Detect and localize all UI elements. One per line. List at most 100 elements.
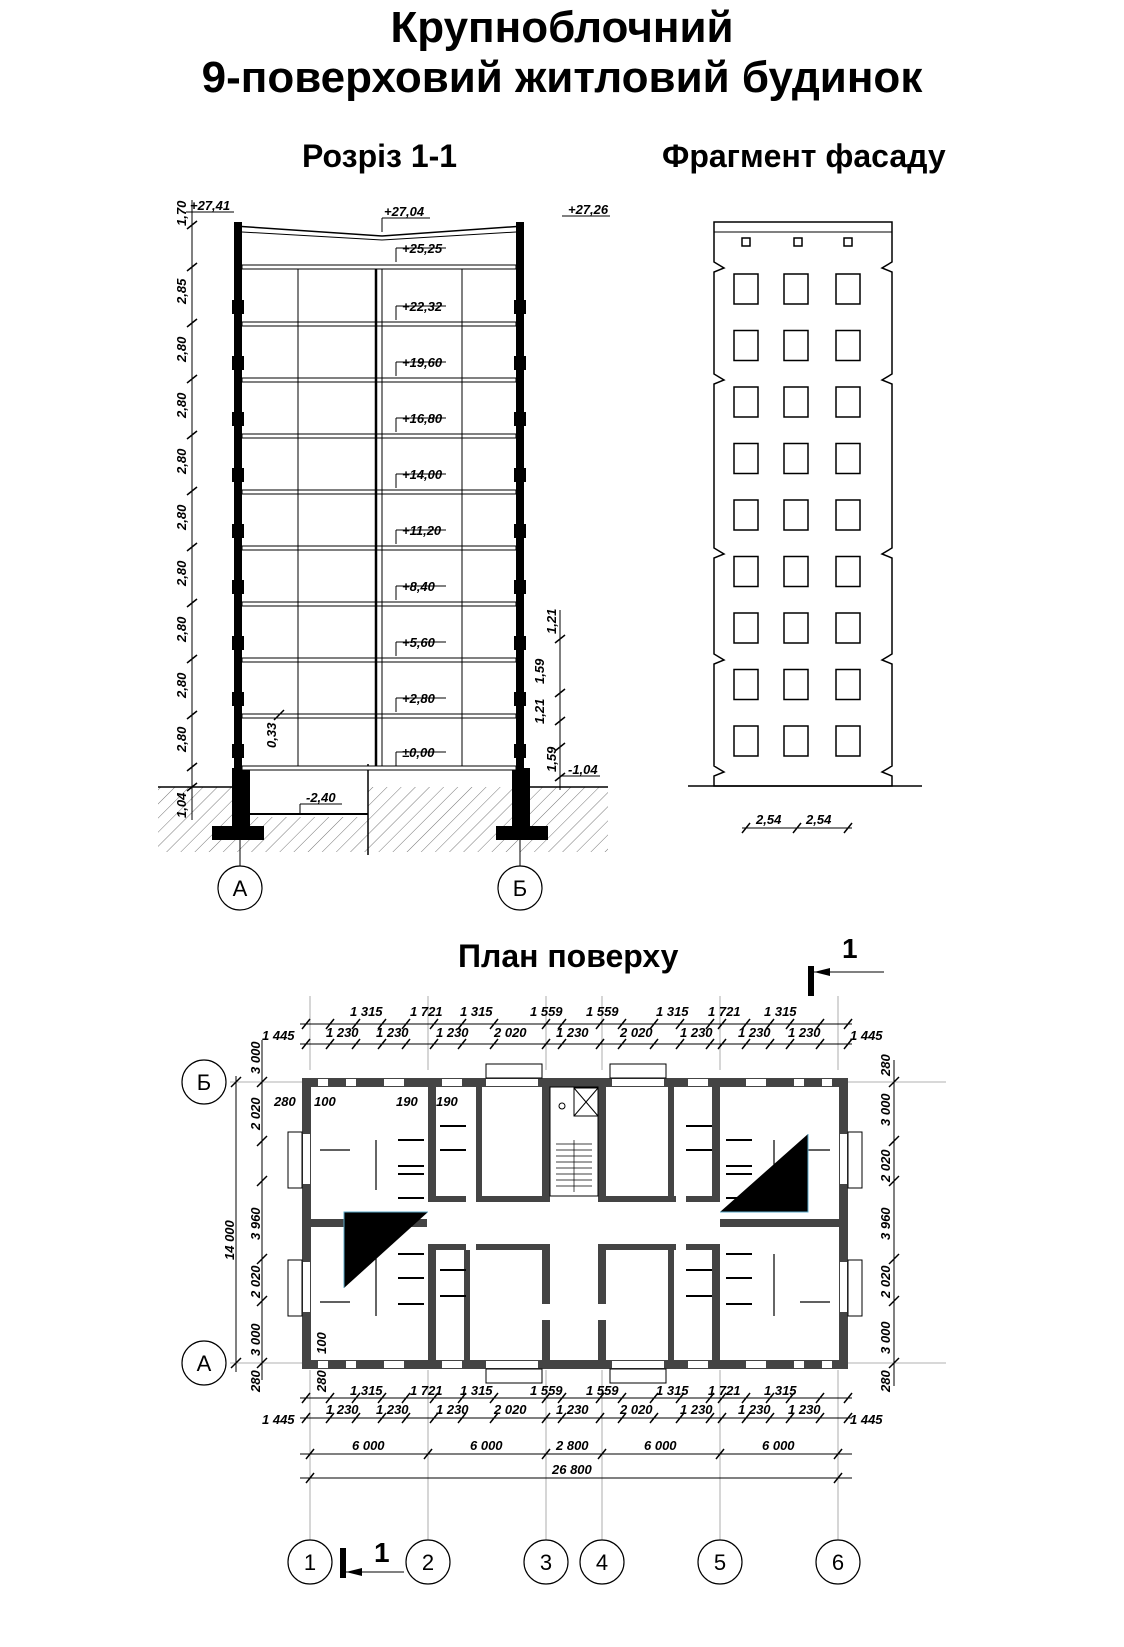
bot-dim1-0: 1 315 [350, 1383, 383, 1398]
bot-dim2-3: 2 020 [493, 1402, 527, 1417]
dim-tick [457, 1392, 467, 1404]
dim-tick [301, 1392, 311, 1404]
bot-dim2-2: 1 230 [436, 1402, 469, 1417]
cut-mark-top [808, 966, 814, 996]
plan-col-axis-circle [579, 1539, 625, 1585]
level-1: +25,25 [402, 241, 443, 256]
dim-tick [765, 1018, 775, 1030]
dim-tick [649, 1038, 659, 1050]
dim-tick [595, 1018, 605, 1030]
dim-tick [617, 1038, 627, 1050]
dim-tick [429, 1038, 439, 1050]
plan-col-axis-label: 4 [596, 1550, 608, 1575]
facade-window [835, 386, 861, 418]
facade-window [733, 442, 759, 475]
top-dim2-6: 1 230 [680, 1025, 713, 1040]
dim-tick [785, 1392, 795, 1404]
dim-tick [401, 1412, 411, 1424]
level-2: +22,32 [402, 299, 443, 314]
top-end-left: 1 445 [262, 1028, 295, 1043]
dim-tick [815, 1038, 825, 1050]
dim-tick [675, 1018, 685, 1030]
left-dim-9: 2,80 [174, 726, 189, 753]
left-dim-1: 2,85 [174, 278, 189, 305]
dim-tick [843, 1018, 853, 1030]
facade-window [783, 273, 809, 305]
facade-window [733, 329, 759, 362]
level-4: +16,80 [402, 411, 443, 426]
facade-title: Фрагмент фасаду [662, 138, 946, 174]
facade-window [783, 612, 809, 644]
foundation-left [232, 768, 250, 828]
wall-right [516, 222, 524, 770]
right-dim-5: 3 000 [878, 1321, 893, 1354]
floor-slabs [241, 264, 517, 771]
dim-tick [815, 1018, 825, 1030]
top-dim1-2: 1 315 [460, 1004, 493, 1019]
dim-tick [741, 1038, 751, 1050]
dim-tick [541, 1392, 551, 1404]
right-dim-3: 3 960 [878, 1207, 893, 1240]
left-dim-1: 2 020 [248, 1097, 263, 1131]
left-dim-6: 2,80 [174, 560, 189, 587]
bot-dim2-7: 1 230 [738, 1402, 771, 1417]
top-dim1-5: 1 315 [656, 1004, 689, 1019]
dim-tick [351, 1412, 361, 1424]
wall-dim: 0,33 [264, 722, 279, 748]
dim-tick [351, 1038, 361, 1050]
wall-note-0: 280 [273, 1094, 296, 1109]
right-dim-1: 1,59 [532, 658, 547, 684]
dim-tick [457, 1038, 467, 1050]
dim-tick [325, 1038, 335, 1050]
dim-tick [815, 1412, 825, 1424]
dim-tick [429, 1392, 439, 1404]
axis-circle-a [217, 865, 263, 911]
plan-col-axis-label: 3 [540, 1550, 552, 1575]
left-dim-4: 3 000 [248, 1323, 263, 1356]
top-dim1-7: 1 315 [764, 1004, 797, 1019]
facade-windows [733, 273, 861, 757]
dim-tick [705, 1392, 715, 1404]
dim-tick [785, 1018, 795, 1030]
dim-tick [717, 1038, 727, 1050]
left-dim-8: 2,80 [174, 672, 189, 699]
top-end-right: 1 445 [850, 1028, 883, 1043]
section-title: Розріз 1-1 [302, 138, 458, 174]
dim-tick [675, 1038, 685, 1050]
dim-tick [489, 1392, 499, 1404]
plan-col-axis-label: 6 [832, 1550, 844, 1575]
dim-tick [595, 1392, 605, 1404]
bot-dim2-4: 1 230 [556, 1402, 589, 1417]
level-9: +2,80 [402, 691, 436, 706]
bot-dim1-6: 1 721 [708, 1383, 741, 1398]
facade-window [783, 725, 809, 757]
plan-col-axis-label: 2 [422, 1550, 434, 1575]
right-dim-4: 2 020 [878, 1265, 893, 1299]
facade-vents [741, 237, 853, 247]
facade-window [835, 499, 861, 531]
dim-tick [377, 1412, 387, 1424]
wall-note-3: 190 [436, 1094, 458, 1109]
plan-col-axis-circle [815, 1539, 861, 1585]
dim-tick [457, 1018, 467, 1030]
facade-window [783, 668, 809, 701]
facade-dim-0: 2,54 [755, 812, 782, 827]
dim-tick [595, 1038, 605, 1050]
bot-dim1-3: 1 559 [530, 1383, 563, 1398]
facade-window [783, 555, 809, 588]
facade-window [835, 612, 861, 644]
dim-tick [301, 1412, 311, 1424]
page-title-line2: 9-поверховий житловий будинок [201, 53, 923, 102]
left-dim-7: 2,80 [174, 616, 189, 643]
plan-title: План поверху [458, 938, 679, 974]
top-dim2-1: 1 230 [376, 1025, 409, 1040]
top-dim1-0: 1 315 [350, 1004, 383, 1019]
bot-end-left: 1 445 [262, 1412, 295, 1427]
dim-tick [785, 1038, 795, 1050]
dim-tick [401, 1392, 411, 1404]
facade-window [733, 668, 759, 701]
facade-window [835, 725, 861, 757]
dim-tick [351, 1392, 361, 1404]
facade-window [835, 442, 861, 475]
